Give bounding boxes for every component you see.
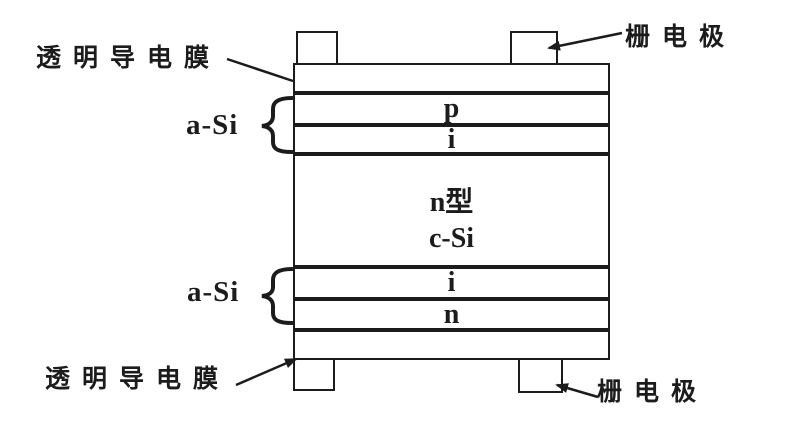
grid-electrode-bottom-right [518,360,563,393]
layer-n-type-c-si: n型 c-Si [293,154,610,267]
layer-i-bottom-a-si: i [293,267,610,299]
layer-i-bottom-label: i [447,267,456,298]
grid-electrode-top-left [296,31,338,63]
layer-c-si-label-line1: n型 [429,186,474,218]
label-grid-electrode-bottom: 栅电极 [597,378,709,406]
leader-line-grid-top [547,31,623,51]
grid-electrode-top-right [510,31,558,63]
brace-a-si-top [261,96,294,154]
leader-line-tco-top [226,57,294,83]
layer-i-top-label: i [447,123,456,155]
label-transparent-conductive-film-bottom: 透明导电膜 [45,365,231,393]
layer-n-a-si: n [293,299,610,330]
leader-line-grid-bottom [555,383,599,399]
label-grid-electrode-top: 栅电极 [625,23,737,51]
label-a-si-top: a-Si [186,109,239,141]
layer-c-si-label-line2: c-Si [428,222,475,254]
layer-p-a-si: p [293,93,610,125]
layer-transparent-conductive-film-top [293,63,610,93]
leader-line-tco-bottom [235,357,298,387]
label-a-si-bottom: a-Si [187,276,240,308]
brace-a-si-bottom [261,267,294,325]
layer-i-top-a-si: i [293,125,610,154]
layer-n-label: n [443,298,460,330]
layer-p-label: p [443,93,460,124]
grid-electrode-bottom-left [293,360,335,391]
layer-transparent-conductive-film-bottom [293,330,610,360]
label-transparent-conductive-film-top: 透明导电膜 [36,44,222,72]
